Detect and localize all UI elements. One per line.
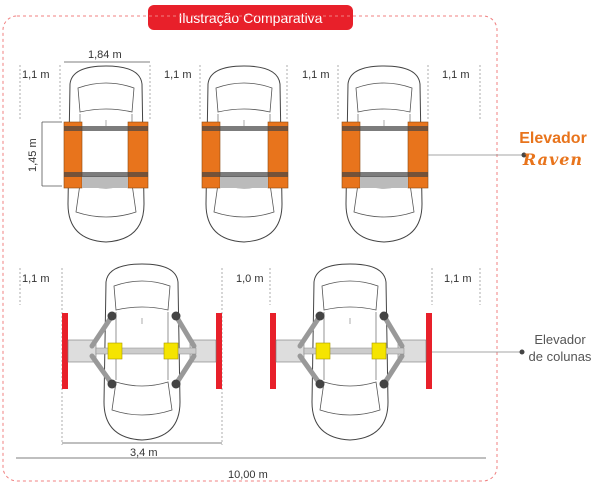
lift-column-right — [426, 313, 432, 389]
lift-pivot — [107, 311, 117, 321]
lift-pad-left — [315, 342, 331, 360]
platform-stripe — [64, 172, 148, 177]
lift-pad-right — [163, 342, 179, 360]
lift-pad-right — [371, 342, 387, 360]
lift-column-right — [216, 313, 222, 389]
platform-bar — [82, 176, 128, 188]
lift-pivot — [171, 311, 181, 321]
lift-crossbar — [303, 347, 405, 355]
platform-bar — [220, 176, 268, 188]
dim-gap-bottom-left: 1,1 m — [22, 273, 50, 285]
lift-arms — [89, 313, 197, 387]
columns-label-line-1: Elevador — [534, 332, 586, 347]
lift-pivot — [107, 379, 117, 389]
title-badge: Ilustração Comparativa — [148, 5, 353, 30]
lift-column-left — [270, 313, 276, 389]
raven-label: Elevador Raven — [508, 130, 598, 169]
platform-stripe — [202, 172, 288, 177]
columns-label-line-2: de colunas — [528, 349, 592, 364]
top-car-3 — [341, 65, 429, 243]
dim-gap-top-right: 1,1 m — [442, 69, 470, 81]
platform-right — [267, 121, 289, 189]
lift-crossbar — [95, 347, 197, 355]
platform-bar — [360, 176, 408, 188]
platform-stripe — [342, 126, 428, 131]
lift-pivot — [379, 379, 389, 389]
dim-total-width: 10,00 m — [228, 469, 268, 481]
lift-arms — [297, 313, 405, 387]
dim-gap-top-left: 1,1 m — [22, 69, 50, 81]
top-car-1 — [63, 65, 149, 243]
columns-pointer-dot — [519, 349, 525, 355]
raven-logo: Raven — [522, 150, 584, 169]
lift-pivot — [379, 311, 389, 321]
dim-height-platform: 1,45 m — [27, 138, 39, 172]
top-car-2 — [201, 65, 289, 243]
dim-gap-top-2: 1,1 m — [302, 69, 330, 81]
platform-stripe — [202, 126, 288, 131]
raven-title: Elevador — [519, 130, 587, 147]
dim-width-top: 1,84 m — [88, 49, 122, 61]
platform-right — [407, 121, 429, 189]
platform-stripe — [64, 126, 148, 131]
bottom-car-1 — [62, 263, 222, 441]
top-guides — [19, 65, 481, 120]
lift-pad-left — [107, 342, 123, 360]
bottom-car-2 — [270, 263, 432, 441]
dim-width-bottom: 3,4 m — [130, 447, 158, 459]
dim-gap-bottom-mid: 1,0 m — [236, 273, 264, 285]
platform-left — [63, 121, 83, 189]
lift-pivot — [171, 379, 181, 389]
dim-gap-bottom-right: 1,1 m — [444, 273, 472, 285]
lift-pivot — [315, 311, 325, 321]
dim-gap-top-1: 1,1 m — [164, 69, 192, 81]
columns-label: Elevador de colunas — [520, 331, 600, 365]
platform-right — [127, 121, 149, 189]
platform-stripe — [342, 172, 428, 177]
top-dim-lines — [41, 61, 150, 187]
page-title: Ilustração Comparativa — [178, 9, 323, 26]
platform-left — [341, 121, 361, 189]
raven-pointer-dot — [521, 152, 527, 158]
platform-left — [201, 121, 221, 189]
lift-column-left — [62, 313, 68, 389]
lift-pivot — [315, 379, 325, 389]
